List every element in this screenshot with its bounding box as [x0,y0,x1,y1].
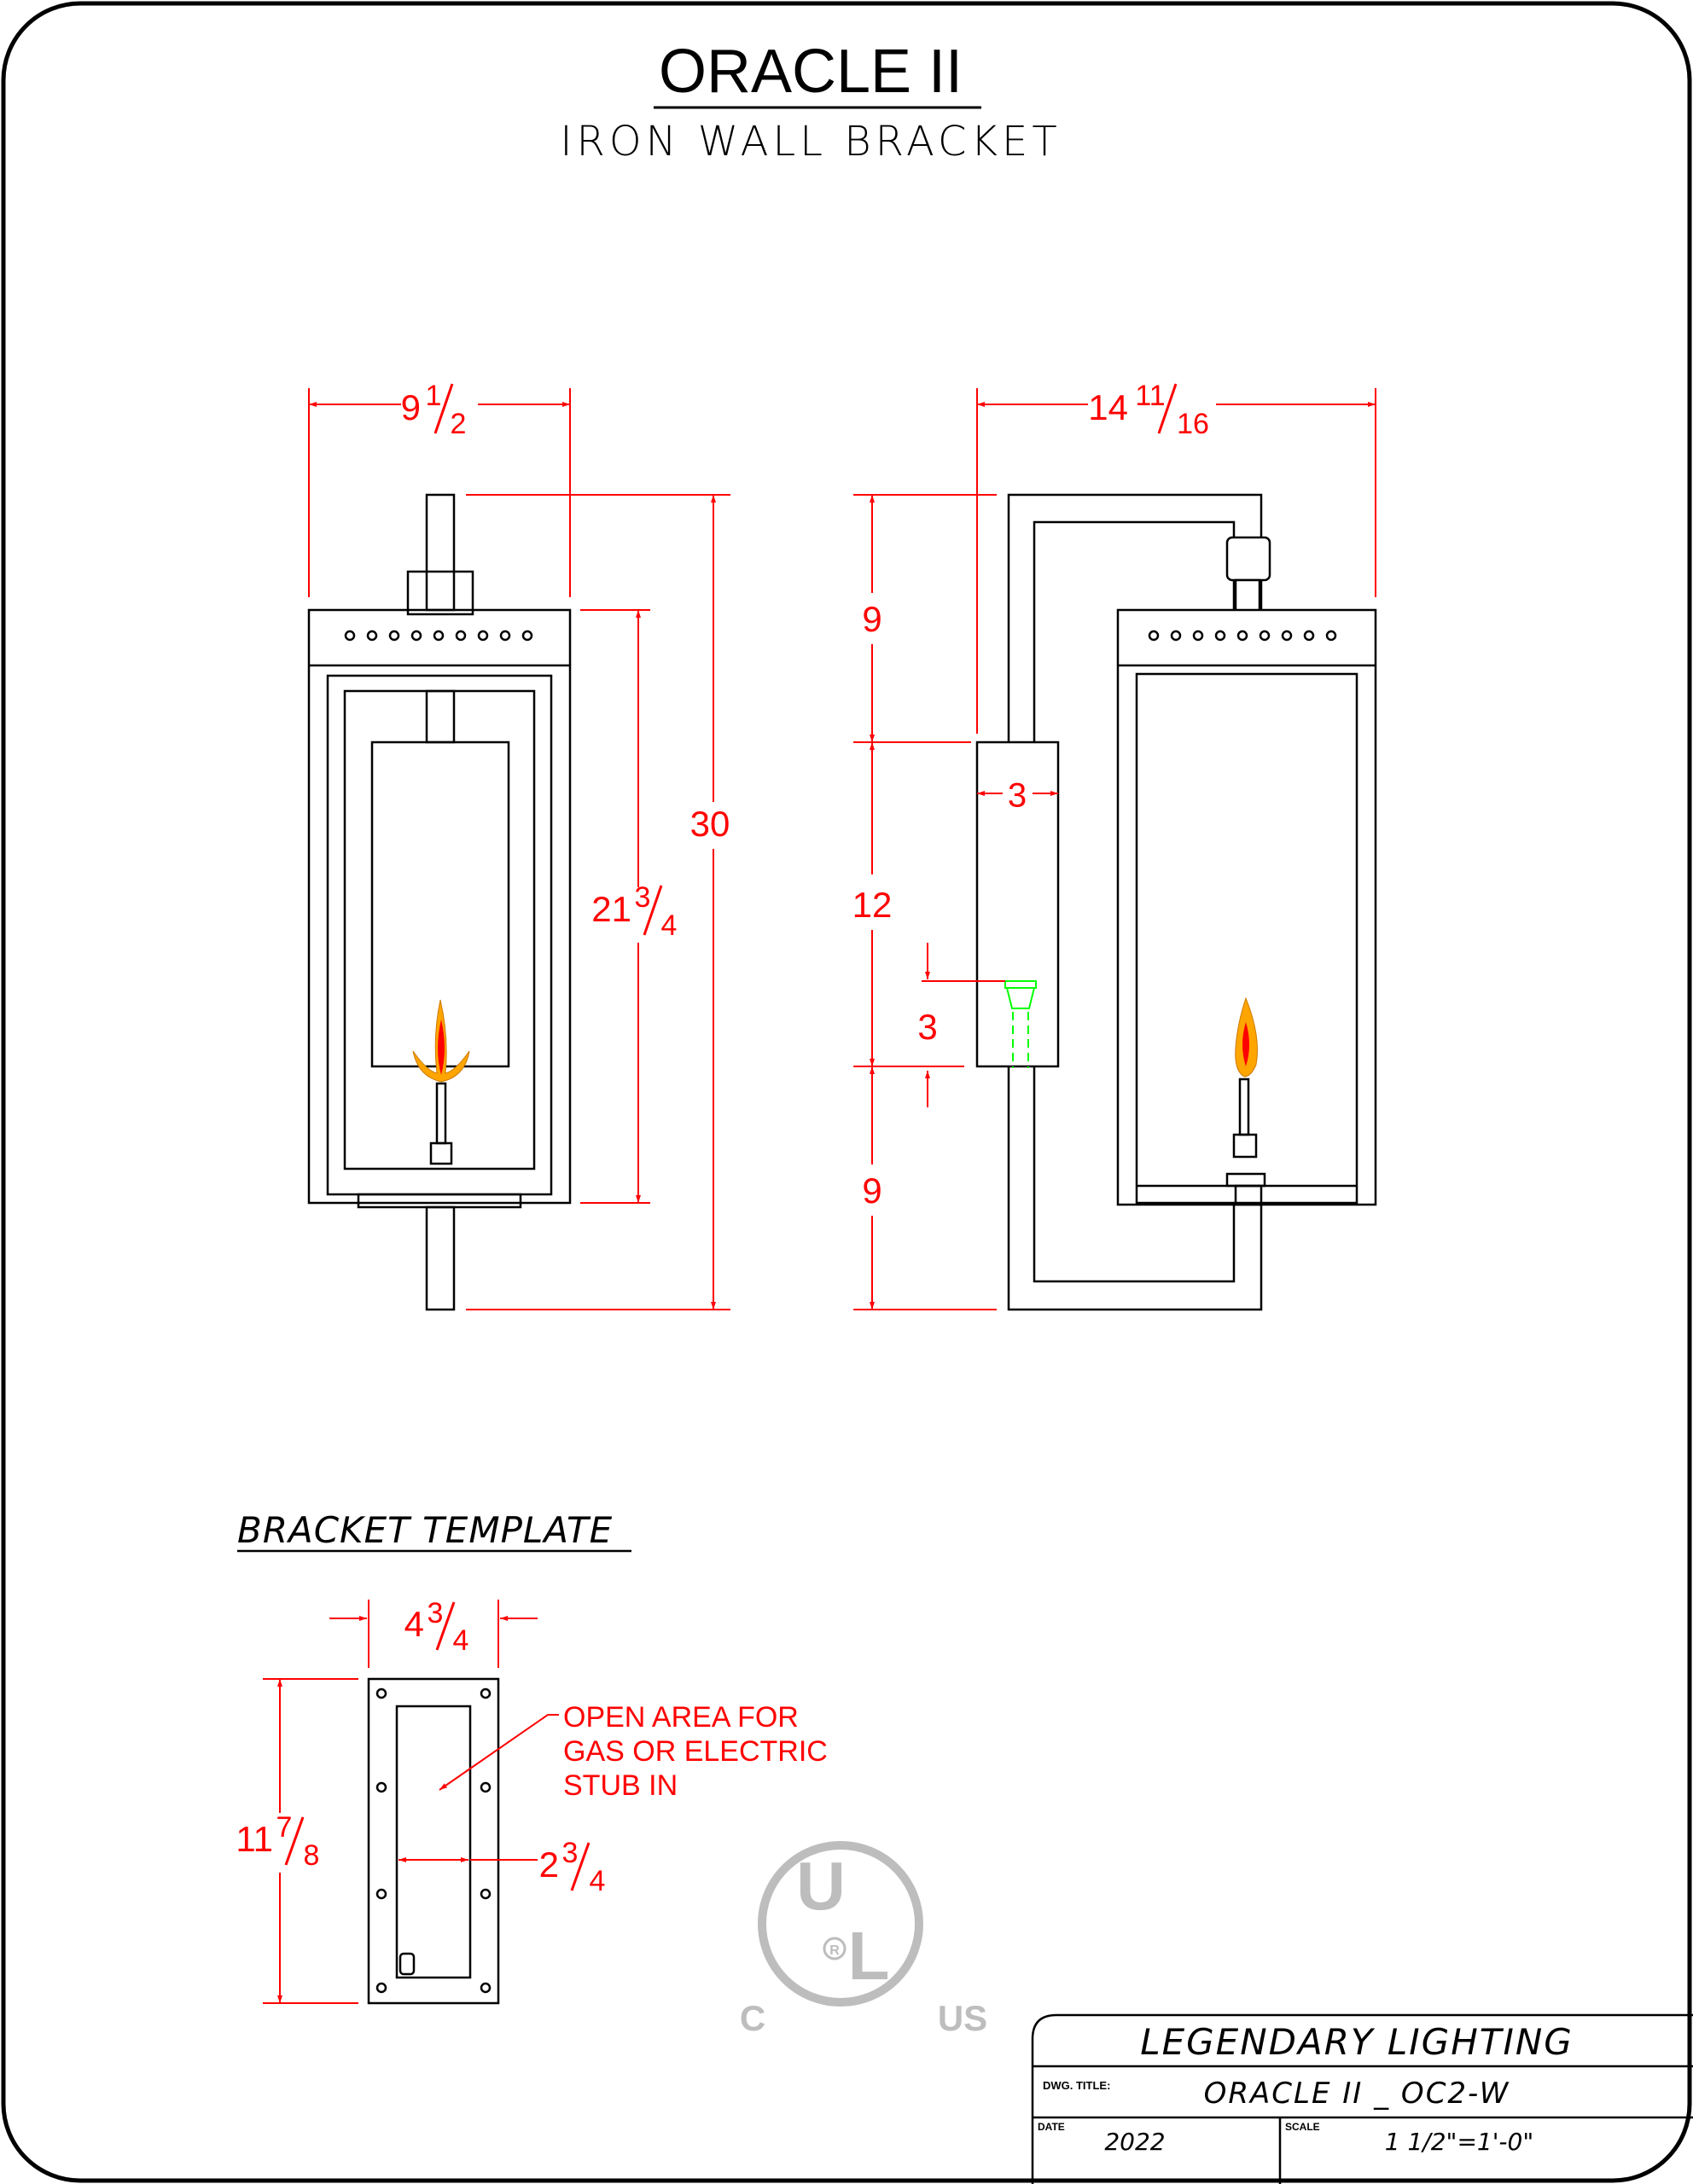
title-block-date: 2022 [1104,2128,1165,2156]
stub-in-icon [1004,980,1037,1068]
side-view [975,493,1377,1311]
side-depth-den: 16 [1177,408,1209,440]
front-vent-holes [344,630,533,642]
template-height-num: 7 [276,1811,293,1844]
side-depth-slash [1157,383,1178,434]
front-width-whole: 9 [401,387,421,427]
front-overall-height-label: 30 [690,804,730,844]
template-height-whole: 11 [236,1819,273,1859]
ul-certification-mark: U L R C US [740,1841,987,2038]
side-depth-num: 11 [1135,380,1165,412]
side-flame-icon [1235,996,1258,1077]
front-width-dim [308,388,571,597]
side-plate-height-label: 12 [852,885,893,925]
template-plate [367,1677,500,2005]
front-overall-height-dim [466,494,730,1310]
template-height-den: 8 [304,1839,320,1872]
template-opening-num: 3 [562,1837,579,1869]
side-bottom-offset-label: 9 [862,1170,881,1211]
template-opening-whole: 2 [539,1844,559,1885]
template-height-dim [263,1678,358,2004]
side-plate-width-label: 3 [1008,777,1027,815]
front-lantern-height-den: 4 [661,909,678,942]
front-view [307,493,572,1311]
front-lantern-height-dim [580,609,650,1204]
front-lantern-height-num: 3 [635,881,651,914]
template-note-leader [439,1714,559,1791]
template-opening-slash [570,1842,591,1891]
front-width-num: 1 [426,380,442,412]
title-block-scale-label: SCALE [1285,2121,1320,2133]
ul-l-letter: L [848,1918,890,1994]
title-block-dwg-label: DWG. TITLE: [1043,2079,1110,2092]
template-width-slash [435,1601,456,1651]
side-top-offset-label: 9 [862,599,881,639]
template-height-slash [284,1816,305,1866]
side-depth-whole: 14 [1088,387,1128,427]
template-width-whole: 4 [404,1604,424,1644]
side-vent-holes [1148,630,1337,642]
ul-us-letters: US [938,1998,987,2038]
drawing-title: ORACLE II [659,38,963,106]
title-block-date-label: DATE [1038,2121,1065,2133]
front-lantern-height-whole: 21 [591,889,631,929]
front-flame-icon [412,999,470,1083]
side-depth-dim [976,388,1376,734]
front-width-den: 2 [451,408,467,440]
template-width-den: 4 [453,1624,469,1657]
template-width-dim [329,1600,538,1668]
side-stub-height-label: 3 [917,1007,937,1047]
ul-registered-mark: R [829,1943,840,1958]
title-block [1031,2013,1693,2184]
title-block-scale: 1 1/2"=1'-0" [1385,2128,1533,2156]
ul-c-letter: C [740,1998,765,2038]
template-note-line-2: GAS OR ELECTRIC [563,1735,828,1768]
side-vertical-dims [853,494,1058,1310]
title-block-dwg-title: ORACLE II _ OC2-W [1204,2077,1510,2111]
template-note-line-3: STUB IN [563,1769,678,1802]
template-opening-den: 4 [590,1865,606,1897]
ul-u-letter: U [796,1848,846,1924]
template-width-num: 3 [428,1597,444,1629]
title-block-company: LEGENDARY LIGHTING [1140,2021,1574,2063]
template-heading: BRACKET TEMPLATE [237,1509,613,1551]
template-note-line-1: OPEN AREA FOR [563,1701,799,1734]
front-width-slash [433,383,454,434]
drawing-subtitle: IRON WALL BRACKET [560,118,1061,166]
front-lantern-height-slash [643,885,663,936]
